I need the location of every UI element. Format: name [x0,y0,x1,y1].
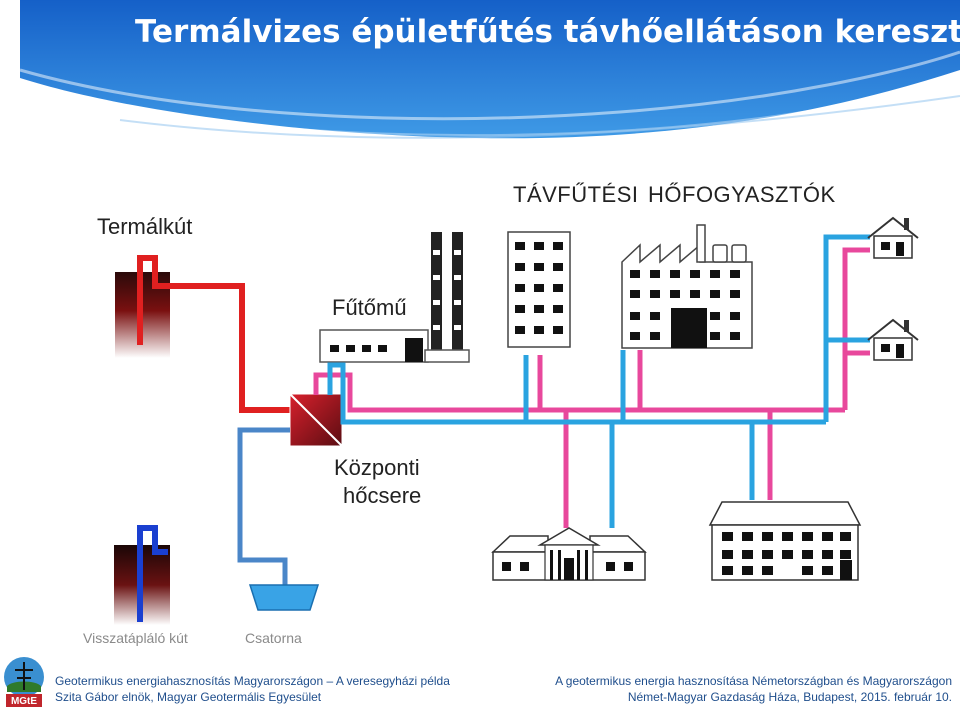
label-tavfutesi: TÁVFŰTÉSI [513,182,639,207]
house-icon [867,216,919,259]
school-icon [491,527,647,581]
cooled-water-pipe [237,427,290,585]
footer-right-line2: Német-Magyar Gazdaság Háza, Budapest, 20… [627,690,952,704]
label-kozponti: Központi [334,455,420,480]
label-futomu: Fűtőmű [332,295,407,320]
return-pipes [327,234,870,528]
mgte-logo-icon: MGtE [4,657,44,707]
page-title: Termálvizes épületfűtés távhőellátáson k… [135,14,960,50]
heat-exchanger-icon [289,393,343,447]
office-block-icon [708,501,862,581]
logo-text: MGtE [11,696,37,707]
supply-pipes [313,247,870,528]
heat-plant-icon [319,232,470,363]
house-icon [867,318,919,361]
label-hofogyasztok: HŐFOGYASZTÓK [648,182,836,207]
label-csatorna: Csatorna [245,630,302,646]
footer-left-line2: Szita Gábor elnök, Magyar Geotermális Eg… [55,690,322,704]
title-banner [19,0,960,139]
footer-right-line1: A geotermikus energia hasznosítása Német… [555,674,952,688]
reinjection-well-icon [114,525,170,625]
label-hocsere: hőcsere [343,483,422,508]
footer [0,655,960,710]
drain-basin-icon [248,584,320,611]
tower-building-icon [507,231,571,348]
production-well-icon [115,255,170,358]
label-termalkut: Termálkút [97,214,193,239]
footer-left-line1: Geotermikus energiahasznosítás Magyarors… [55,674,450,688]
hot-water-pipe [152,278,290,413]
factory-icon [621,224,753,349]
label-visszatap: Visszatápláló kút [83,630,188,646]
